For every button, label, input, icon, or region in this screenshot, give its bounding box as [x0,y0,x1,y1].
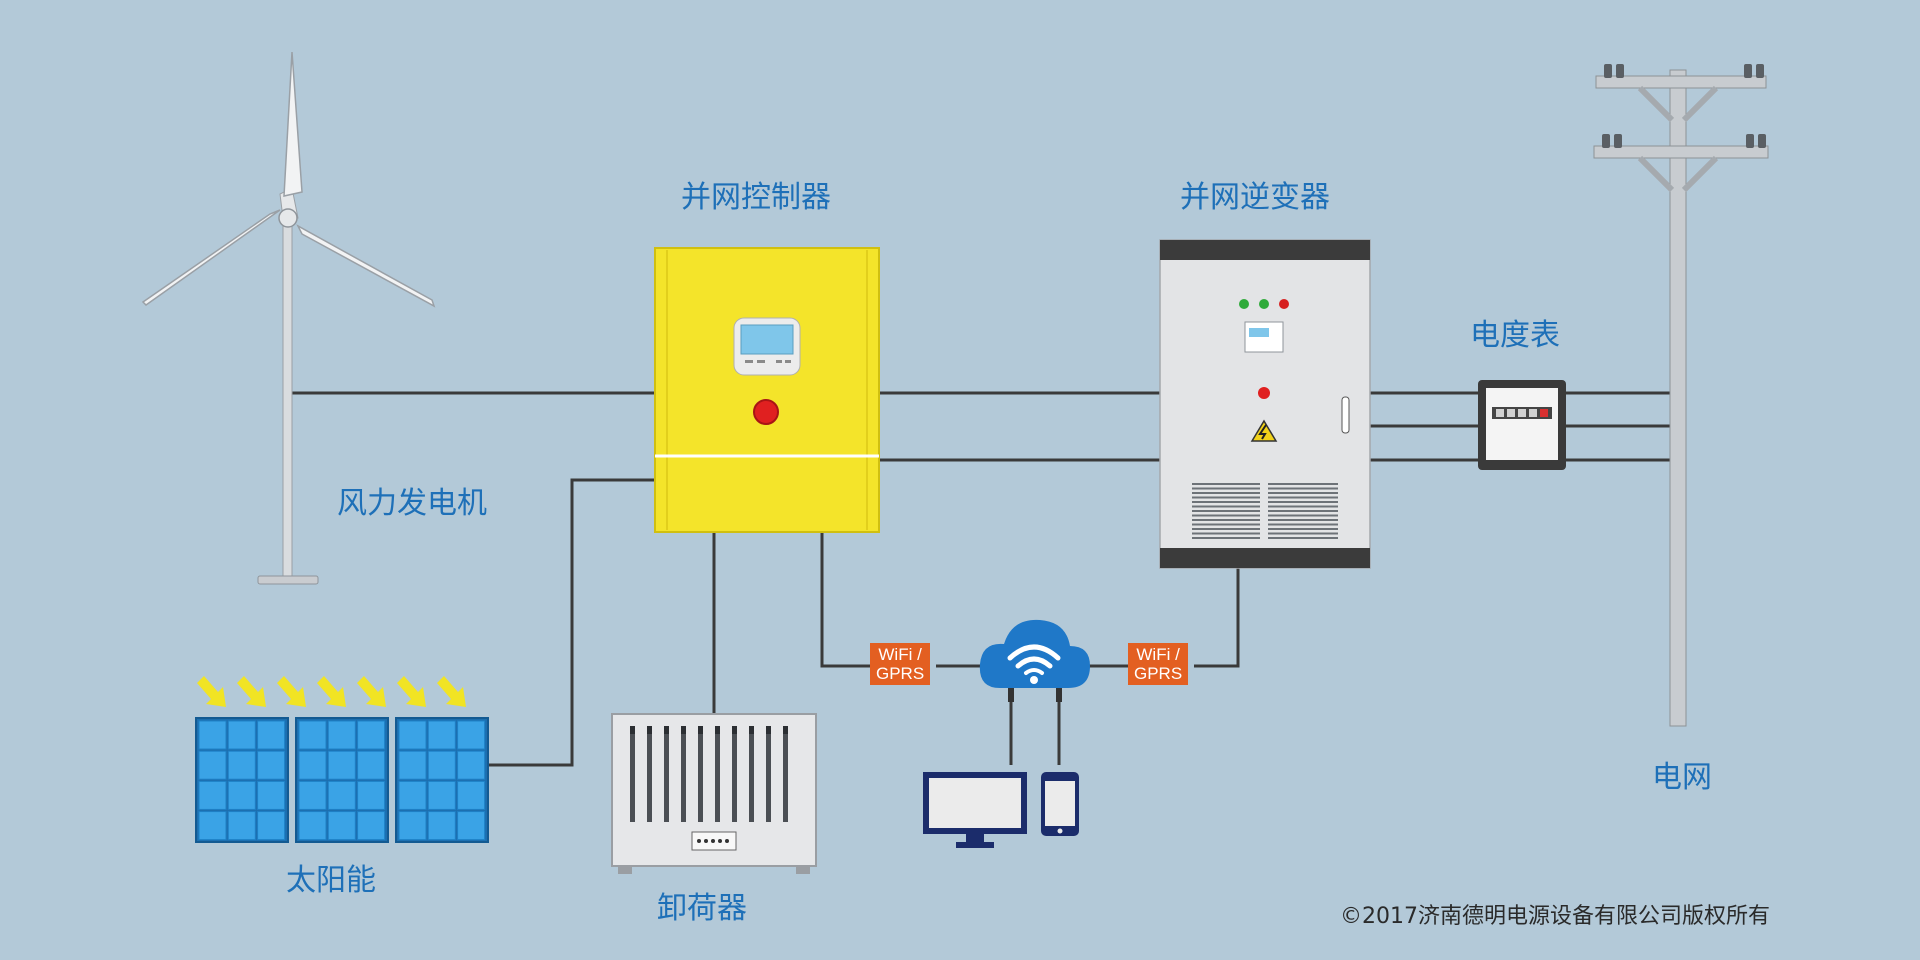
dump-load-label: 卸荷器 [657,891,747,926]
copyright-text: 2017济南德明电源设备有限公司版权所有 [1362,904,1770,929]
solar-panel-icon [195,676,489,843]
solar-label: 太阳能 [286,863,376,898]
wiring [290,391,1670,767]
wind-turbine-icon [141,51,436,585]
dump-load-icon [611,713,817,874]
comm-tag-right-line2: GPRS [1134,664,1183,683]
grid-label: 电网 [1652,760,1712,795]
comm-tag-right-line1: WiFi / [1136,645,1180,664]
comm-tag-left: WiFi / GPRS [870,643,931,685]
utility-pole-icon [1593,64,1769,727]
meter-icon [1478,380,1566,470]
monitor-icon [923,772,1027,848]
wifi-cloud-icon [979,619,1090,702]
meter-label: 电度表 [1470,318,1560,353]
grid-inverter-label: 并网逆变器 [1180,180,1330,215]
grid-controller-icon [654,247,880,533]
grid-inverter-icon [1159,239,1371,569]
copyright-symbol: © [1340,904,1362,929]
comm-tag-left-line2: GPRS [876,664,925,683]
grid-controller-label: 并网控制器 [681,180,831,215]
comm-tag-right: WiFi / GPRS [1128,643,1189,685]
copyright-notice: ©2017济南德明电源设备有限公司版权所有 [1340,898,1770,930]
wind-turbine-label: 风力发电机 [337,486,487,521]
comm-tag-left-line1: WiFi / [878,645,922,664]
phone-icon [1041,772,1079,836]
